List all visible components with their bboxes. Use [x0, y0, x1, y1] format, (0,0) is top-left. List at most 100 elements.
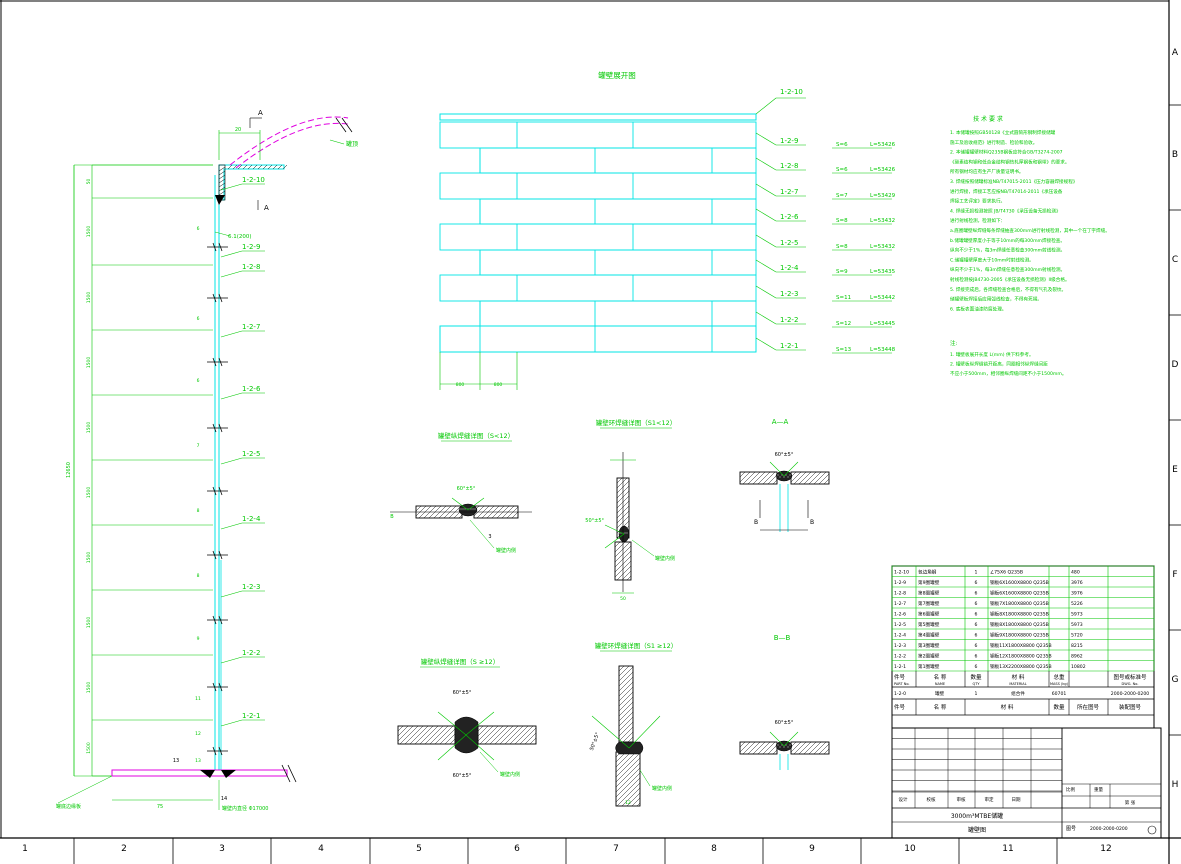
bom-cell-no: 1-2-5 — [894, 622, 906, 628]
bead-dot — [789, 744, 791, 746]
shell-course — [439, 325, 757, 353]
tank-diameter: 罐壁内直径 Φ17000 — [222, 805, 268, 812]
note-line: 射线检测按JB4730-2005《承压设备无损检测》II级合格。 — [950, 276, 1070, 283]
weld-joint — [218, 746, 223, 756]
footer-header: 名 称 — [934, 703, 947, 711]
length-spec: L=53429 — [870, 193, 896, 199]
titleblock-border — [891, 727, 1162, 839]
bom-cell-no: 1-2-2 — [894, 654, 906, 660]
weld-joint — [212, 293, 217, 303]
bom-cell-no: 1-2-9 — [894, 580, 906, 586]
hatch-line — [477, 725, 489, 737]
chain-dim-text: 1500 — [86, 422, 92, 434]
leader — [220, 183, 243, 191]
plate-thk: 6 — [197, 226, 200, 232]
hatch-line — [803, 471, 817, 485]
hatch-line — [424, 725, 444, 745]
hatch-line — [242, 164, 248, 170]
note-line: 不应小于500mm，相邻圈纵焊缝间距不小于1500mm。 — [950, 370, 1066, 377]
bom-cell-weight: 3976 — [1071, 580, 1083, 586]
detail-title: 罐壁纵焊缝详图（S ≥12） — [421, 657, 499, 666]
hatch-line — [262, 164, 268, 170]
thickness-spec: S=6 — [836, 142, 848, 148]
sheet-label: 第 张 — [1125, 799, 1136, 806]
weld-joint — [212, 682, 217, 692]
hatch-line — [404, 725, 424, 745]
bom-cell-weight: 5973 — [1071, 622, 1083, 628]
plate-thk: 7 — [197, 443, 200, 449]
footer-header: 件号 — [894, 703, 906, 711]
dim-text: 800 — [494, 382, 503, 388]
bom-header-en: MASS (kg) — [1050, 682, 1069, 686]
hatch-line — [434, 725, 454, 745]
angle-lines — [769, 731, 799, 747]
row-letter: D — [1172, 360, 1179, 370]
hatch-line — [504, 725, 524, 745]
hatch-line — [477, 725, 494, 742]
chain-dim-text: 1500 — [86, 292, 92, 304]
course-label: 1-2-4 — [242, 515, 261, 523]
bom-header-en: NAME — [935, 682, 945, 686]
sign-label: 审定 — [985, 796, 994, 803]
weld-joint — [212, 746, 217, 756]
hatch-line — [237, 164, 243, 170]
chain-dim-text: 50 — [86, 179, 92, 185]
leader — [220, 250, 243, 258]
roof-line — [235, 122, 349, 169]
leader — [57, 775, 113, 804]
leader — [755, 157, 777, 171]
leader — [329, 139, 345, 145]
hatch-line — [616, 782, 641, 807]
hatch-line — [790, 741, 802, 753]
drawing-no: 2000-2000-0200 — [1090, 826, 1128, 832]
section-mark: B — [754, 519, 758, 526]
bom-cell-weight: 8962 — [1071, 654, 1083, 660]
hatch-line — [618, 666, 634, 682]
hatch-line — [798, 741, 812, 755]
bom-header-en: QTY — [972, 682, 980, 686]
hatch-line — [823, 748, 830, 755]
bom-cell-material: 钢板8X1800X8800 Q235B — [990, 611, 1049, 618]
bom-cell-weight: 5720 — [1071, 633, 1083, 639]
hatch-line — [397, 725, 414, 742]
weld-joint — [212, 550, 217, 560]
hatch-line — [627, 736, 634, 743]
hatch-line — [415, 505, 422, 512]
length-spec: L=53448 — [870, 347, 896, 353]
hatch-line — [618, 665, 630, 677]
note-line: 3. 焊缝按照储罐标准NB/T47015-2011《压力容器焊接规程》 — [950, 178, 1077, 185]
leader — [220, 392, 243, 400]
bom-cell-material: 钢板8X1800X8800 Q235B — [990, 621, 1049, 628]
length-spec: L=53432 — [870, 218, 895, 224]
roof-label: 罐顶 — [346, 140, 358, 148]
leader — [214, 231, 231, 237]
angle-lines — [437, 734, 495, 761]
course-label: 1-2-1 — [780, 342, 798, 350]
bom-cell-material: 钢板12X1800X8800 Q235B — [990, 653, 1052, 660]
bom-header: 材 料 — [1012, 673, 1025, 681]
hatch-line — [399, 725, 419, 745]
hatch-line — [397, 725, 404, 732]
drawing-no-label: 图号 — [1066, 826, 1076, 832]
hatch-line — [823, 478, 830, 485]
hatch-line — [739, 741, 746, 748]
note-line: 4. 焊缝无损检测按照 JB/T4730《承压设备无损检测》 — [950, 207, 1061, 214]
hatch-line — [479, 725, 499, 745]
leader — [755, 234, 777, 248]
hatch-line — [757, 741, 771, 755]
chain-dim-text: 1500 — [86, 742, 92, 754]
hatch-line — [618, 701, 634, 717]
hatch-line — [616, 477, 628, 489]
note-line: 进行射线检测，检测如下： — [950, 217, 1005, 224]
bead-dot — [777, 744, 779, 746]
chain-dim-text: 1500 — [86, 487, 92, 499]
thickness-spec: S=12 — [836, 321, 851, 327]
col-number: 3 — [219, 844, 225, 854]
weld-fillet — [215, 195, 225, 205]
chain-dim-text: 1500 — [86, 226, 92, 238]
break-mark — [287, 764, 297, 783]
hatch-line — [739, 471, 751, 483]
